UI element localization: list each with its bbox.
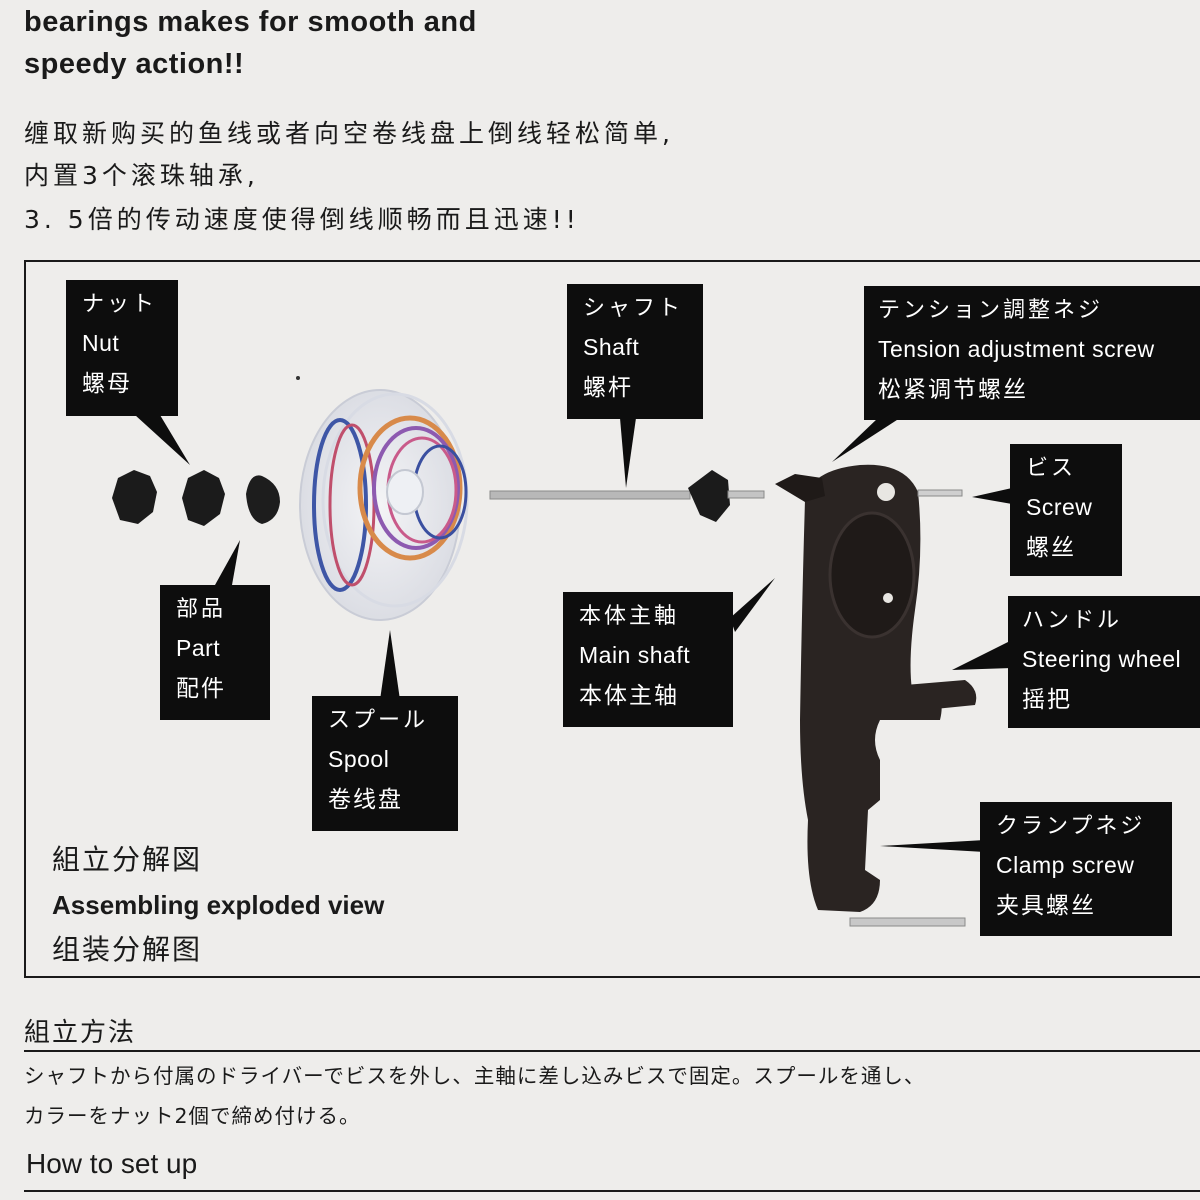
assembly-heading: 組立方法 <box>24 1018 137 1048</box>
label-nut: ナット Nut 螺母 <box>66 280 178 416</box>
label-tension-cn: 松紧调节螺丝 <box>878 377 1028 403</box>
label-steering-wheel: ハンドル Steering wheel 摇把 <box>1008 596 1200 728</box>
nut-2-icon <box>182 470 225 526</box>
spool-icon <box>299 389 469 621</box>
label-part-jp: 部品 <box>176 597 227 622</box>
caption-en: Assembling exploded view <box>52 890 385 920</box>
assembly-text-line-1: シャフトから付属のドライバーでビスを外し、主軸に差し込みビスで固定。スプールを通… <box>24 1064 926 1088</box>
label-clamp-screw: クランプネジ Clamp screw 夹具螺丝 <box>980 802 1172 936</box>
label-nut-en: Nut <box>82 330 120 356</box>
label-screw-cn: 螺丝 <box>1026 535 1076 561</box>
label-shaft-jp: シャフト <box>583 296 684 321</box>
label-spool-en: Spool <box>328 746 390 772</box>
label-spool-jp: スプール <box>328 708 429 733</box>
label-shaft: シャフト Shaft 螺杆 <box>567 284 703 419</box>
label-clamp-cn: 夹具螺丝 <box>996 893 1096 919</box>
label-main-shaft-jp: 本体主軸 <box>579 604 680 629</box>
nut-1-icon <box>112 470 157 524</box>
label-clamp-jp: クランプネジ <box>996 814 1146 839</box>
label-main-shaft-cn: 本体主轴 <box>579 683 679 709</box>
label-part: 部品 Part 配件 <box>160 585 270 720</box>
label-main-shaft-en: Main shaft <box>579 642 691 668</box>
caption-cn: 组装分解图 <box>52 933 203 966</box>
label-clamp-en: Clamp screw <box>996 852 1135 878</box>
caption-jp: 組立分解図 <box>52 843 203 876</box>
intro-cn-line-3: 3. 5倍的传动速度使得倒线顺畅而且迅速!! <box>24 205 580 234</box>
label-main-shaft: 本体主軸 Main shaft 本体主轴 <box>563 592 733 727</box>
label-nut-cn: 螺母 <box>82 371 132 397</box>
label-spool-cn: 卷线盘 <box>328 787 403 813</box>
label-screw: ビス Screw 螺丝 <box>1010 444 1122 576</box>
howto-heading: How to set up <box>26 1148 198 1179</box>
diagram-caption: 組立分解図 Assembling exploded view 组装分解图 <box>52 838 384 972</box>
part-collar-icon <box>246 475 280 524</box>
label-nut-jp: ナット <box>82 292 158 317</box>
label-spool: スプール Spool 卷线盘 <box>312 696 458 831</box>
label-part-en: Part <box>176 635 221 661</box>
assembly-divider <box>24 1050 1200 1052</box>
label-shaft-cn: 螺杆 <box>583 375 633 401</box>
label-handle-cn: 摇把 <box>1022 687 1072 713</box>
label-tension-jp: テンション調整ネジ <box>878 298 1104 323</box>
diagram-frame <box>24 260 1200 978</box>
label-part-cn: 配件 <box>176 676 226 702</box>
label-tension-screw: テンション調整ネジ Tension adjustment screw 松紧调节螺… <box>864 286 1200 420</box>
intro-en-line-2: speedy action!! <box>24 48 245 80</box>
label-handle-jp: ハンドル <box>1022 608 1123 633</box>
intro-cn-line-1: 缠取新购买的鱼线或者向空卷线盘上倒线轻松简单, <box>24 119 674 148</box>
label-handle-en: Steering wheel <box>1022 646 1182 672</box>
label-screw-en: Screw <box>1026 494 1093 520</box>
assembly-text-line-2: カラーをナット2個で締め付ける。 <box>24 1104 361 1128</box>
callout-pointers <box>135 415 1012 852</box>
label-shaft-en: Shaft <box>583 334 640 360</box>
shaft-icon <box>489 470 765 522</box>
main-body-icon <box>775 464 977 927</box>
intro-cn-line-2: 内置3个滚珠轴承, <box>24 161 259 190</box>
label-tension-en: Tension adjustment screw <box>878 336 1155 362</box>
label-screw-jp: ビス <box>1026 456 1077 481</box>
howto-divider <box>24 1190 1200 1192</box>
screw-icon <box>917 489 963 497</box>
intro-en-line-1: bearings makes for smooth and <box>24 6 477 38</box>
